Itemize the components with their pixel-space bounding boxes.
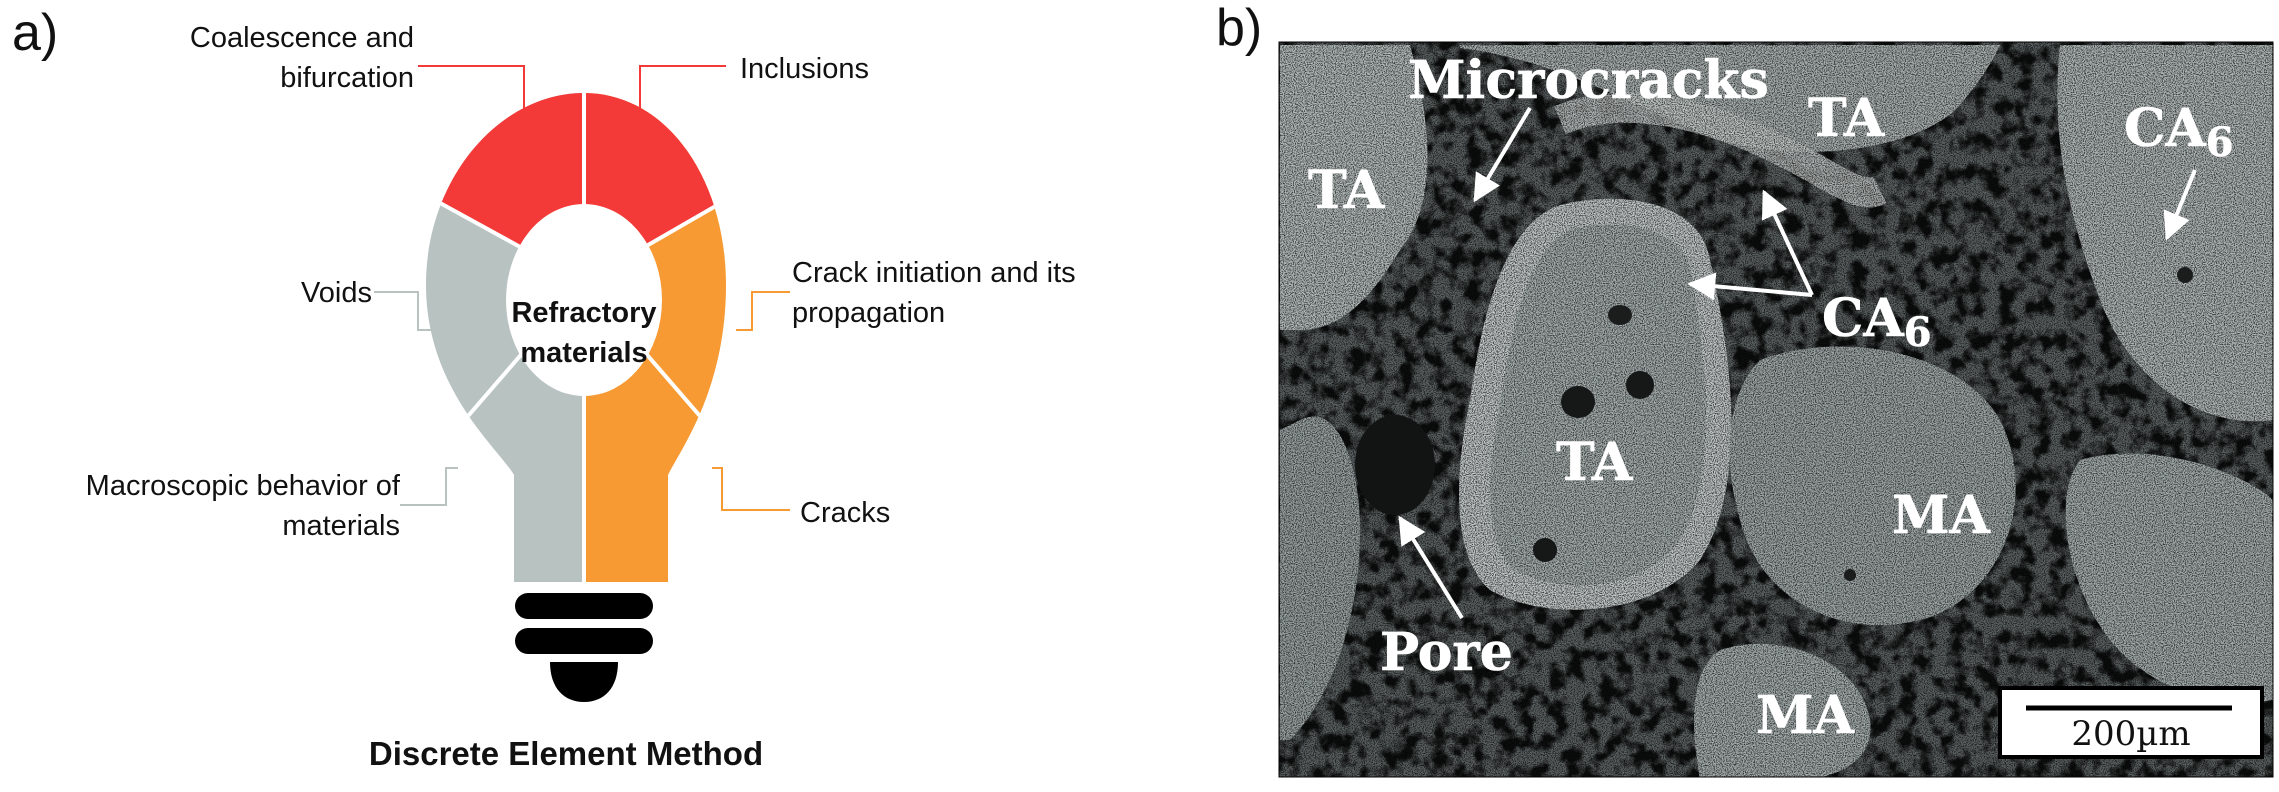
label-voids: Voids <box>301 277 372 309</box>
label-coalescence-line1: Coalescence and <box>190 22 414 54</box>
bulb-center <box>506 204 662 396</box>
scale-bar: 200µm <box>1998 686 2264 759</box>
label-coalescence-line2: bifurcation <box>280 62 414 94</box>
scale-bar-label: 200µm <box>2071 714 2190 754</box>
label-ca6-right: CA6 <box>2124 98 2234 166</box>
label-ca6-mid: CA6 <box>1822 288 1932 356</box>
label-microcracks: Microcracks <box>1408 50 1769 111</box>
bulb-base <box>515 593 653 702</box>
label-crack-initiation-line1: Crack initiation and its <box>792 257 1076 289</box>
annotation-arrows <box>1398 106 2197 620</box>
panel-b-letter: b) <box>1216 0 1262 57</box>
center-label-line2: materials <box>520 337 647 369</box>
caption: Discrete Element Method <box>369 735 763 772</box>
label-ta-center: TA <box>1556 432 1633 493</box>
label-crack-initiation-line2: propagation <box>792 297 945 329</box>
panel-b: b) <box>1216 0 2274 778</box>
center-label-line1: Refractory <box>511 297 656 329</box>
label-cracks: Cracks <box>800 497 890 529</box>
panel-a-letter: a) <box>12 4 58 62</box>
label-ma-bottom: MA <box>1756 685 1855 746</box>
label-macroscopic-line2: materials <box>282 510 400 542</box>
label-macroscopic-line1: Macroscopic behavior of <box>86 470 401 502</box>
micrograph-border <box>1278 41 2274 778</box>
label-ta-top: TA <box>1808 88 1885 149</box>
label-inclusions: Inclusions <box>740 53 869 85</box>
panel-a: a) Refractory materials <box>12 4 1076 772</box>
label-pore: Pore <box>1380 622 1513 683</box>
leader-lines <box>374 65 790 511</box>
label-ta-left: TA <box>1308 160 1385 221</box>
label-ma-mid: MA <box>1892 485 1991 546</box>
